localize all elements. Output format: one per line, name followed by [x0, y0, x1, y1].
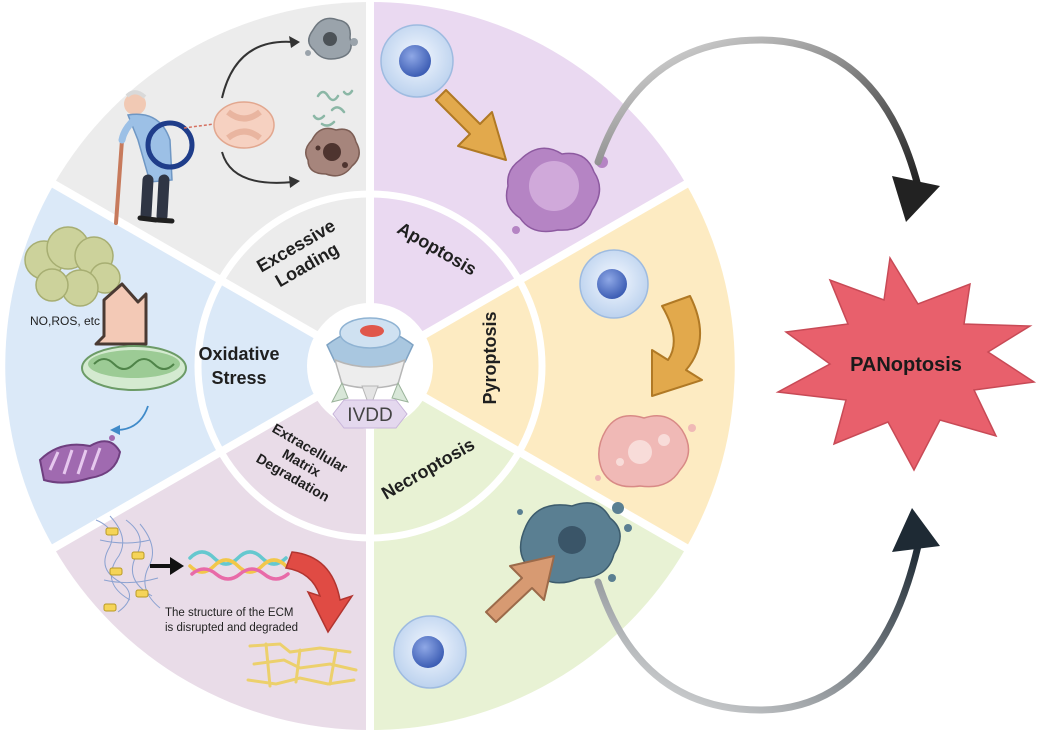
healthy-mitochondrion-icon [81, 345, 187, 391]
inner-ring [194, 190, 546, 542]
apoptosis-arrow [435, 89, 507, 161]
damaged-cell-brown-icon [305, 127, 360, 177]
apoptotic-cell-icon [505, 147, 608, 234]
damaged-mitochondrion-icon [38, 435, 122, 484]
ros-cloud-icon [24, 226, 121, 307]
label-pyroptosis: Pyroptosis [480, 311, 500, 404]
ros-down-arrow [94, 282, 148, 346]
ecm-note-line1: The structure of the ECM [165, 607, 293, 619]
ecm-cells-icon [103, 527, 149, 612]
ros-note: NO,ROS, etc [30, 314, 100, 328]
arrow-to-panoptosis-bottom [594, 508, 940, 714]
label-stress: Stress [211, 368, 266, 388]
panoptosis-burst: PANoptosis [775, 255, 1037, 472]
ecm-right-arrow [150, 557, 184, 575]
pyroptotic-cell-icon [595, 415, 696, 488]
arrow-to-panoptosis-top [594, 36, 940, 222]
intervertebral-disc-icon [326, 317, 414, 410]
label-oxidative-stress: Oxidative Stress [198, 344, 279, 388]
healthy-cell-apoptosis-icon [380, 24, 454, 98]
healthy-cell-necroptosis-icon [393, 615, 467, 689]
label-oxidative: Oxidative [198, 344, 279, 364]
hub-label-badge: IVDD [332, 399, 408, 429]
loading-branch-arrows [221, 36, 300, 188]
ecm-note-line2: is disrupted and degraded [165, 622, 298, 634]
oxidative-curved-arrow [110, 405, 149, 435]
panoptosis-label: PANoptosis [850, 354, 962, 376]
healthy-cell-pyroptosis-icon [579, 249, 649, 319]
necroptosis-arrow [485, 555, 555, 623]
elderly-person-icon [114, 90, 215, 225]
spinal-cord-cross-section-icon [213, 101, 275, 149]
ecm-degradation-arrow [284, 551, 354, 634]
sector-ecm-degradation [54, 366, 370, 731]
fragmented-cell-green-icon [312, 89, 354, 127]
damaged-cell-grey-icon [305, 17, 358, 60]
collagen-strands-icon [188, 550, 290, 581]
degraded-ecm-mesh-icon [246, 642, 358, 688]
pyroptosis-arrow [651, 295, 703, 397]
hub-label: IVDD [347, 405, 392, 426]
